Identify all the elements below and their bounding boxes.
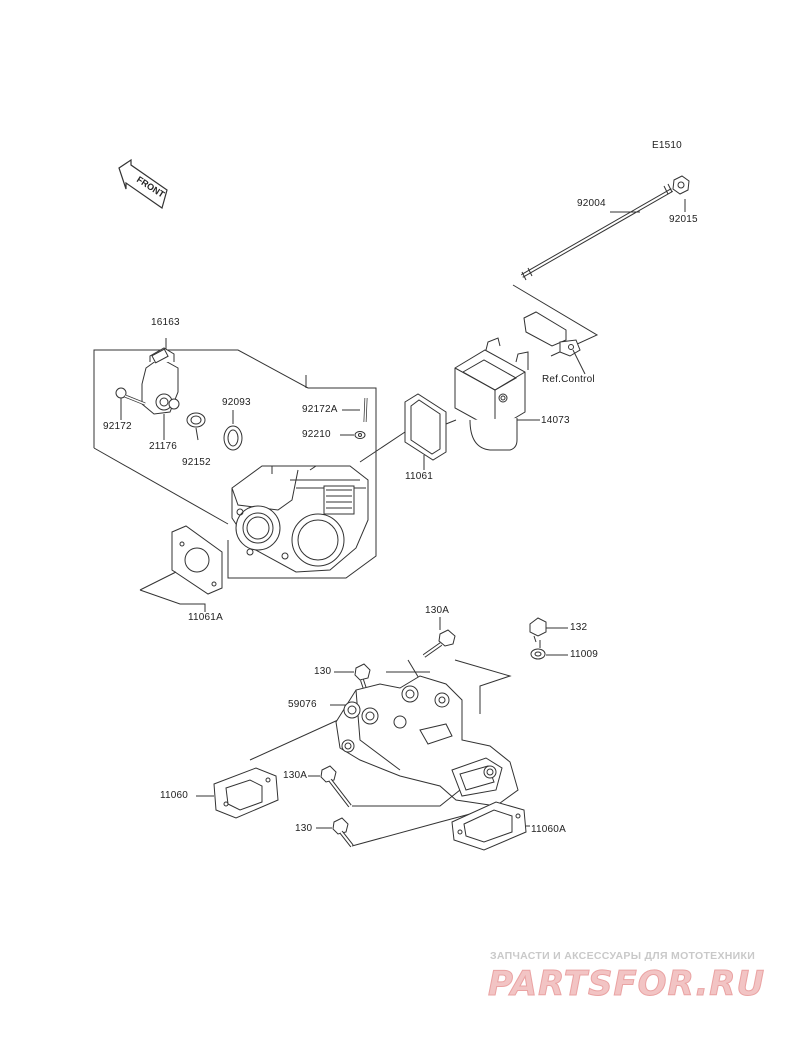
part-label-92152[interactable]: 92152	[182, 457, 211, 468]
part-label-92004[interactable]: 92004	[577, 198, 606, 209]
bolt-130-lower	[332, 817, 354, 848]
part-label-11009[interactable]: 11009	[570, 649, 599, 660]
part-label-59076[interactable]: 59076	[288, 699, 317, 710]
screw-92172A	[363, 397, 368, 423]
o-ring-92093	[223, 425, 243, 451]
bolt-130A-top	[422, 629, 456, 658]
front-arrow-icon: FRONT	[118, 158, 168, 209]
part-label-92172[interactable]: 92172	[103, 421, 132, 432]
gasket-11061A	[171, 525, 223, 595]
washer-92210	[354, 431, 366, 439]
part-label-11061[interactable]: 11061	[405, 471, 434, 482]
bolt-132	[529, 617, 547, 643]
part-label-11060[interactable]: 11060	[160, 790, 189, 801]
bolt-130A-lower	[320, 765, 352, 808]
part-label-130A-lower[interactable]: 130A	[283, 770, 308, 781]
part-label-92093[interactable]: 92093	[222, 397, 251, 408]
part-label-16163[interactable]: 16163	[151, 317, 180, 328]
part-label-130-lower[interactable]: 130	[295, 823, 313, 834]
gasket-11060A	[451, 801, 527, 851]
screw-92172	[115, 387, 146, 406]
control-bracket	[523, 311, 586, 375]
clip-92152	[186, 412, 206, 441]
ref-control-label[interactable]: Ref.Control	[542, 374, 595, 385]
part-label-130A-top[interactable]: 130A	[425, 605, 450, 616]
throttle-position-sensor-21176	[141, 347, 180, 415]
watermark-logo: PARTSFOR.RU	[487, 964, 766, 1005]
part-label-14073[interactable]: 14073	[541, 415, 570, 426]
part-label-11061A[interactable]: 11061A	[188, 612, 223, 623]
part-label-92172A[interactable]: 92172A	[302, 404, 338, 415]
watermark-tagline: ЗАПЧАСТИ И АКСЕССУАРЫ ДЛЯ МОТОТЕХНИКИ	[490, 950, 756, 962]
stud-bolt-92004	[521, 175, 690, 281]
part-label-92210[interactable]: 92210	[302, 429, 331, 440]
part-label-130-upper[interactable]: 130	[314, 666, 332, 677]
gasket-11060	[213, 767, 279, 819]
intake-manifold	[335, 675, 519, 807]
part-label-11060A[interactable]: 11060A	[531, 824, 566, 835]
gasket-11061	[404, 393, 447, 461]
part-label-92015[interactable]: 92015	[669, 214, 698, 225]
part-label-132[interactable]: 132	[570, 622, 588, 633]
throttle-body	[231, 465, 369, 573]
part-label-21176[interactable]: 21176	[149, 441, 178, 452]
diagram-code: E1510	[652, 140, 682, 151]
intake-duct-14073	[454, 337, 529, 451]
washer-11009	[530, 648, 546, 660]
